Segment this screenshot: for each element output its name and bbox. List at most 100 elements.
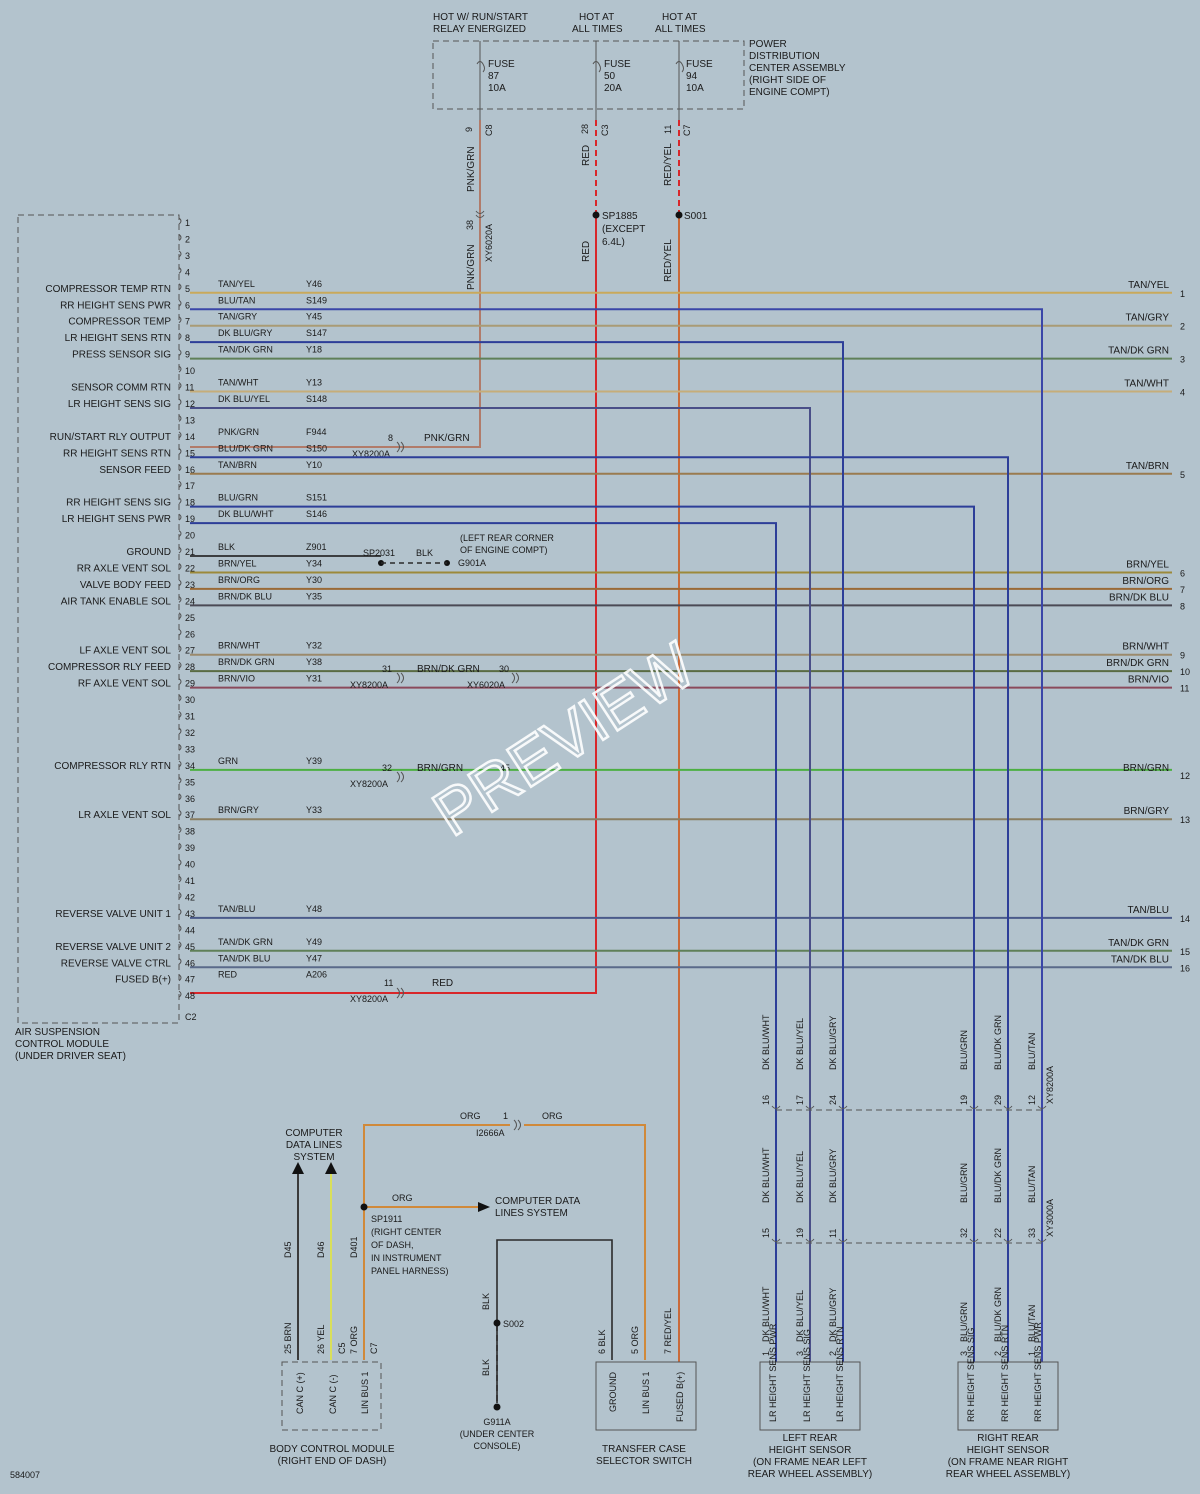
pin-number: 17 bbox=[185, 481, 195, 491]
pdc-header-hot2-2: ALL TIMES bbox=[655, 24, 706, 35]
lr-sensor-title-2: HEIGHT SENSOR bbox=[769, 1445, 852, 1456]
pin-number: 4 bbox=[185, 267, 190, 277]
sensor-pin: 3 bbox=[795, 1351, 805, 1356]
pin-wire-color: TAN/YEL bbox=[218, 279, 255, 289]
red-below-label: RED bbox=[581, 241, 592, 262]
fuse-87-pin: 9 bbox=[464, 127, 474, 132]
ground-blk-label: BLK bbox=[416, 548, 433, 558]
document-id: 584007 bbox=[10, 1470, 40, 1480]
pin14-inline-conn: XY8200A bbox=[352, 449, 390, 459]
s002-blk2: BLK bbox=[481, 1359, 491, 1376]
pin-label: COMPRESSOR TEMP RTN bbox=[45, 284, 171, 295]
sensor-conn2-pin: 32 bbox=[959, 1228, 969, 1238]
splice-sp1885-1: SP1885 bbox=[602, 211, 638, 222]
xy6020a-conn: XY6020A bbox=[484, 224, 494, 262]
pin-number: 9 bbox=[185, 350, 190, 360]
sp2031-label: SP2031 bbox=[363, 548, 395, 558]
pin-circuit: S146 bbox=[306, 509, 327, 519]
tcss-pin-2: 5 ORG bbox=[630, 1326, 640, 1354]
sensor-wire-color-3: DK BLU/WHT bbox=[761, 1286, 771, 1342]
pdc-title-3: CENTER ASSEMBLY bbox=[749, 63, 846, 74]
height-sensor-wire bbox=[190, 341, 844, 1362]
right-pin-number: 15 bbox=[1180, 947, 1190, 957]
pin-wire-color: BLU/GRN bbox=[218, 493, 258, 503]
splice-s001: S001 bbox=[684, 211, 708, 222]
pin-number: 15 bbox=[185, 448, 195, 458]
pin-number: 23 bbox=[185, 580, 195, 590]
pin28-inline-pin1: 31 bbox=[382, 664, 392, 674]
sensor-conn2-pin: 15 bbox=[761, 1228, 771, 1238]
right-pin-number: 8 bbox=[1180, 601, 1185, 611]
pin14-inline-pin: 8 bbox=[388, 433, 393, 443]
sensor-wire-color-3: DK BLU/GRY bbox=[828, 1288, 838, 1342]
g901a-label: G901A bbox=[458, 558, 486, 568]
g901a-note-2: OF ENGINE COMPT) bbox=[460, 545, 548, 555]
pin-circuit: Y47 bbox=[306, 953, 322, 963]
s002-label: S002 bbox=[503, 1319, 524, 1329]
pin-label: PRESS SENSOR SIG bbox=[72, 350, 171, 361]
g911a-3: CONSOLE) bbox=[473, 1441, 520, 1451]
inline-connectors: 8 XY8200A PNK/GRN SP2031 BLK G901A (LEFT… bbox=[350, 433, 1190, 1004]
splice-sp1885-dot bbox=[592, 211, 600, 219]
pin-label: FUSED B(+) bbox=[115, 975, 171, 986]
right-wire-color: TAN/GRY bbox=[1125, 313, 1169, 324]
pin-number: 32 bbox=[185, 728, 195, 738]
pin-number: 10 bbox=[185, 366, 195, 376]
lr-sensor-title-1: LEFT REAR bbox=[783, 1433, 838, 1444]
height-sensor-wire bbox=[190, 522, 777, 1362]
pin-label: RR HEIGHT SENS PWR bbox=[60, 300, 171, 311]
pin-number: 42 bbox=[185, 892, 195, 902]
pin-label: RR AXLE VENT SOL bbox=[77, 563, 172, 574]
pin-number: 48 bbox=[185, 991, 195, 1001]
pin-circuit: Y10 bbox=[306, 460, 322, 470]
pin-wire-color: GRN bbox=[218, 756, 238, 766]
pin-label: RR HEIGHT SENS RTN bbox=[63, 448, 171, 459]
height-sensor-wire bbox=[190, 456, 1009, 1362]
pin-circuit: Y34 bbox=[306, 558, 322, 568]
right-wire-color: TAN/DK GRN bbox=[1108, 346, 1169, 357]
sensor-conn1-pin: 19 bbox=[959, 1095, 969, 1105]
pin-label: SENSOR COMM RTN bbox=[71, 383, 171, 394]
pin-circuit: S148 bbox=[306, 394, 327, 404]
lr-sensor-box bbox=[759, 1361, 861, 1431]
right-pin-number: 6 bbox=[1180, 568, 1185, 578]
pin-number: 41 bbox=[185, 876, 195, 886]
arrow-up-icon bbox=[325, 1162, 337, 1174]
pin-circuit: S151 bbox=[306, 493, 327, 503]
right-label-brngrn: BRN/GRN bbox=[1123, 763, 1169, 774]
fuse-50-l3: 20A bbox=[604, 83, 622, 94]
sensor-wire-color-3: BLU/GRN bbox=[959, 1302, 969, 1342]
pin-wire-color: BRN/ORG bbox=[218, 575, 260, 585]
bcm-conn-c5: C5 bbox=[337, 1342, 347, 1354]
sp1911-org1: ORG bbox=[460, 1111, 481, 1121]
g911a-1: G911A bbox=[483, 1417, 510, 1427]
pin-number: 45 bbox=[185, 942, 195, 952]
pin-number: 40 bbox=[185, 860, 195, 870]
pin-label: RUN/START RLY OUTPUT bbox=[50, 432, 171, 443]
pnkgrn-below-label: PNK/GRN bbox=[466, 244, 477, 290]
pin-label: REVERSE VALVE UNIT 2 bbox=[55, 942, 171, 953]
pin-circuit: F944 bbox=[306, 427, 327, 437]
pin-number: 13 bbox=[185, 415, 195, 425]
sensor-conn1-pin: 16 bbox=[761, 1095, 771, 1105]
right-wire-color: TAN/WHT bbox=[1124, 379, 1169, 390]
pin-number: 25 bbox=[185, 613, 195, 623]
sensor-pin: 1 bbox=[1027, 1351, 1037, 1356]
pin-number: 3 bbox=[185, 251, 190, 261]
pin-number: 8 bbox=[185, 333, 190, 343]
bcm-title-1: BODY CONTROL MODULE bbox=[269, 1444, 394, 1455]
splice-sp1885-3: 6.4L) bbox=[602, 237, 625, 248]
tcss-pin-1: 6 BLK bbox=[597, 1329, 607, 1354]
sensor-wire-color-2: BLU/TAN bbox=[1027, 1166, 1037, 1203]
fuse-94-wire-label: RED/YEL bbox=[663, 143, 674, 186]
right-wire-color: TAN/YEL bbox=[1128, 280, 1169, 291]
sensor-conn-xy3000a: XY3000A bbox=[1045, 1199, 1055, 1237]
pin-number: 16 bbox=[185, 465, 195, 475]
sp1911-color: ORG bbox=[392, 1193, 413, 1203]
sensor-wire-color: BLU/DK GRN bbox=[993, 1015, 1003, 1070]
pin-label: RR HEIGHT SENS SIG bbox=[66, 498, 171, 509]
pin-circuit: Y35 bbox=[306, 591, 322, 601]
pin-wire-color: PNK/GRN bbox=[218, 427, 259, 437]
